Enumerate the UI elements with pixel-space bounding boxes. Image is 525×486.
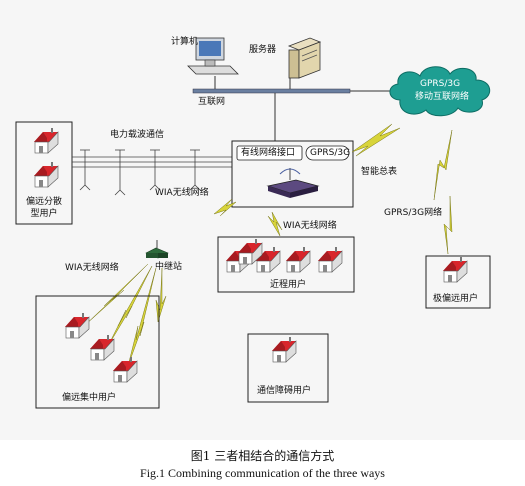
wired-interface-label: 有线网络接口: [241, 148, 296, 158]
very-remote-users-group: [425, 255, 491, 309]
comm-obstacle-label: 通信障碍用户: [257, 386, 312, 396]
caption-cn: 图1 三者相结合的通信方式: [190, 449, 335, 463]
comm-obstacle-group: [247, 333, 329, 403]
gprs-box: [305, 145, 350, 161]
wired-interface-box: [236, 145, 303, 161]
computer-icon: [187, 37, 239, 75]
nearby-users-group: [217, 236, 355, 293]
power-line: [72, 149, 232, 196]
caption-band: [0, 440, 525, 486]
server-label: 服务器: [249, 45, 277, 55]
gprs-net-label: GPRS/3G网络: [384, 208, 443, 218]
router-icon: [266, 168, 320, 198]
nearby-users-label: 近程用户: [270, 280, 307, 290]
wia-top-label: WIA无线网络: [155, 188, 209, 198]
internet-bus: [192, 88, 351, 94]
very-remote-users-label: 极偏远用户: [433, 294, 479, 304]
remote-dispersed-line1: 偏远分散: [25, 197, 62, 207]
remote-concentrated-label: 偏远集中用户: [62, 393, 117, 403]
remote-dispersed-label: 偏远分散 型用户: [18, 196, 70, 220]
server-icon: [287, 37, 322, 79]
power-carrier-label: 电力载波通信: [110, 130, 165, 140]
gprs-box-label: GPRS/3G: [310, 148, 351, 158]
internet-label: 互联网: [198, 97, 226, 107]
cloud-label-line1: GPRS/3G: [420, 79, 461, 89]
wia-mid-label: WIA无线网络: [283, 221, 337, 231]
repeater-icon: [145, 240, 169, 259]
wia-left-label: WIA无线网络: [65, 263, 119, 273]
wireless-links: [213, 123, 453, 255]
computer-label: 计算机: [171, 37, 199, 47]
caption-en: Fig.1 Combining communication of the thr…: [140, 466, 385, 480]
network-diagram: [15, 37, 491, 409]
mobile-internet-cloud: [389, 66, 491, 117]
remote-dispersed-group: [15, 121, 73, 225]
repeater-label: 中继站: [155, 262, 183, 272]
central-hub-box: [231, 140, 354, 208]
cloud-label-line2: 移动互联网络: [415, 92, 470, 102]
remote-concentrated-group: [35, 295, 160, 409]
smart-meter-label: 智能总表: [361, 167, 398, 177]
remote-dispersed-line2: 型用户: [30, 209, 58, 219]
